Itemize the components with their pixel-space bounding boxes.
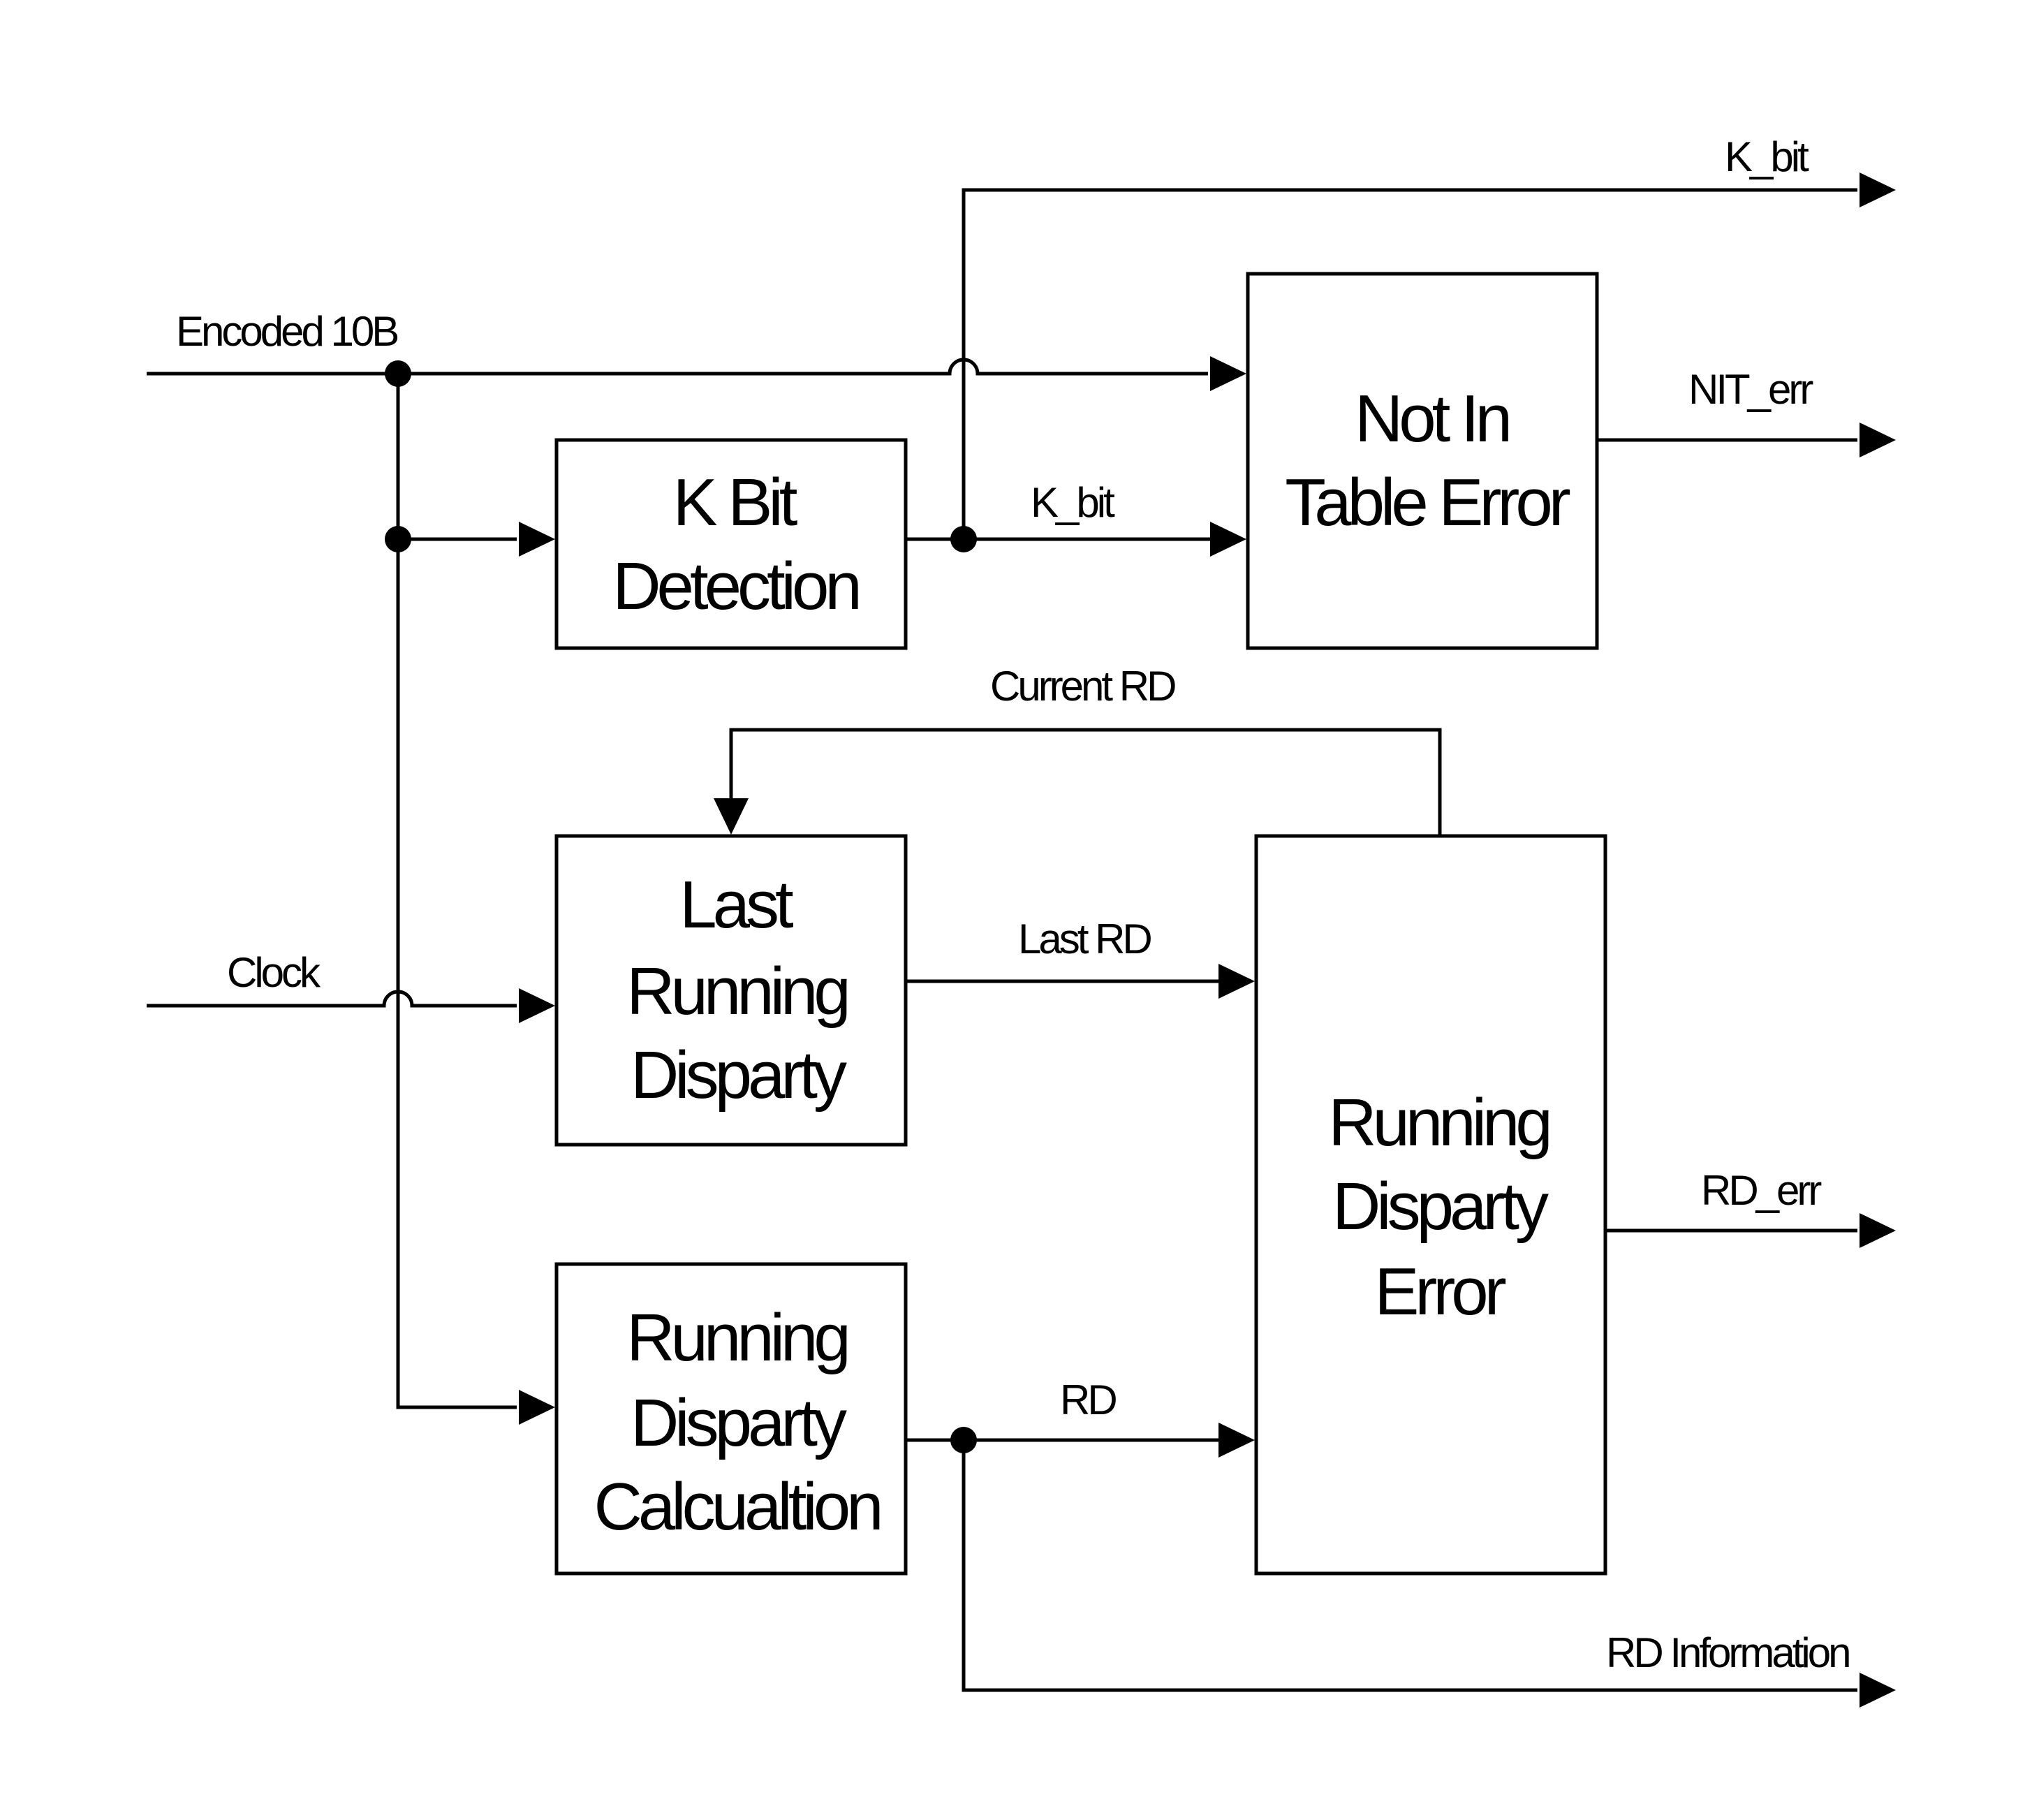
last-rd-label: Last RD bbox=[1018, 916, 1151, 962]
clock-label: Clock bbox=[227, 949, 321, 996]
running-disparity-error-block: Running Disparty Error bbox=[1254, 834, 1607, 1576]
k-bit-output-label: K_bit bbox=[1725, 133, 1809, 180]
encoded-junction-dot bbox=[385, 360, 411, 387]
current-rd-feedback-wire bbox=[729, 728, 1442, 835]
k-bit-internal-arrowhead bbox=[1210, 522, 1246, 557]
k-bit-internal-label: K_bit bbox=[1031, 479, 1115, 526]
k-bit-junction-dot bbox=[950, 526, 977, 552]
rd-err-label: RD_err bbox=[1701, 1167, 1821, 1214]
k-bit-output-arrowhead bbox=[1860, 173, 1896, 207]
nit-err-label: NIT_err bbox=[1688, 366, 1813, 413]
running-disparity-error-label-line-2: Disparty bbox=[1332, 1169, 1549, 1244]
not-in-table-error-label-line-1: Not In bbox=[1355, 381, 1509, 456]
k-bit-detection-input-arrowhead bbox=[519, 522, 555, 557]
running-disparity-calculation-block: Running Disparty Calcualtion bbox=[554, 1262, 908, 1576]
encoded-10b-label: Encoded 10B bbox=[176, 308, 397, 355]
rd-information-output-wire bbox=[962, 1440, 1857, 1692]
encoded-10b-wire bbox=[147, 358, 1208, 376]
running-disparity-calculation-label-line-3: Calcualtion bbox=[594, 1469, 881, 1544]
rd-information-output-arrowhead bbox=[1860, 1673, 1896, 1708]
running-disparity-calculation-label-line-2: Disparty bbox=[631, 1386, 847, 1460]
not-in-table-error-label-line-2: Table Error bbox=[1285, 465, 1570, 540]
clock-arrowhead bbox=[519, 988, 555, 1023]
k-bit-detection-junction-dot bbox=[385, 526, 411, 552]
running-disparity-error-label-line-1: Running bbox=[1328, 1085, 1549, 1160]
rd-information-label: RD Information bbox=[1606, 1629, 1849, 1676]
last-running-disparity-label-line-3: Disparty bbox=[631, 1038, 847, 1113]
current-rd-arrowhead bbox=[714, 798, 749, 835]
clock-wire bbox=[147, 990, 517, 1008]
rd-arrowhead bbox=[1218, 1423, 1255, 1458]
k-bit-detection-block: K Bit Detection bbox=[554, 438, 908, 650]
encoded-10b-arrowhead bbox=[1210, 356, 1246, 391]
rd-err-output-arrowhead bbox=[1860, 1213, 1896, 1248]
current-rd-label: Current RD bbox=[990, 663, 1175, 710]
encoded-bus-vertical-wire bbox=[396, 374, 517, 1409]
last-rd-arrowhead bbox=[1218, 964, 1255, 999]
last-running-disparity-label-line-2: Running bbox=[626, 954, 847, 1029]
nit-err-output-arrowhead bbox=[1860, 423, 1896, 457]
last-running-disparity-block: Last Running Disparty bbox=[554, 834, 908, 1147]
rd-junction-dot bbox=[950, 1427, 977, 1453]
running-disparity-calculation-label-line-1: Running bbox=[626, 1300, 847, 1375]
rd-label: RD bbox=[1060, 1377, 1116, 1423]
k-bit-detection-label-line-1: K Bit bbox=[673, 465, 797, 540]
k-bit-detection-label-line-2: Detection bbox=[612, 549, 858, 624]
last-running-disparity-label-line-1: Last bbox=[679, 867, 793, 942]
running-disparity-error-label-line-3: Error bbox=[1374, 1254, 1505, 1329]
not-in-table-error-block: Not In Table Error bbox=[1246, 272, 1599, 650]
rd-calc-input-arrowhead bbox=[519, 1390, 555, 1425]
k-bit-output-wire bbox=[962, 188, 1857, 539]
